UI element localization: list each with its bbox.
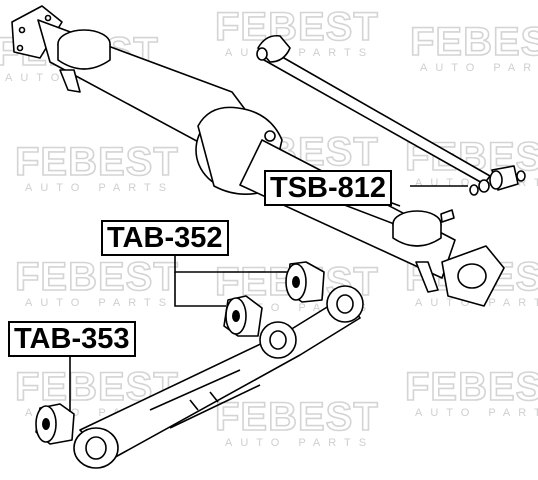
- watermark: FEBEST AUTO PARTS: [14, 364, 179, 419]
- bushing-tab-353: [35, 403, 75, 445]
- watermark: FEBEST AUTO PARTS: [404, 364, 538, 419]
- leader-tab-352-lower: [174, 272, 226, 307]
- watermark-sub: AUTO PARTS: [225, 47, 374, 59]
- trailing-arm: [73, 285, 364, 469]
- watermark-sub: AUTO PARTS: [225, 437, 374, 449]
- watermark-brand: FEBEST: [15, 255, 179, 299]
- watermark-sub: AUTO PARTS: [420, 62, 538, 74]
- callout-tab-352: TAB-352: [101, 220, 229, 256]
- callout-tsb-812: TSB-812: [264, 170, 393, 206]
- watermark-layer: FEBEST AUTO PARTS FEBEST AUTO PARTS FEBE…: [0, 4, 538, 449]
- watermark-brand: FEBEST: [215, 5, 379, 49]
- lateral-rod: [256, 34, 526, 196]
- bushing-tab-352-lower: [223, 295, 263, 337]
- watermark: FEBEST AUTO PARTS: [14, 139, 179, 194]
- watermark: FEBEST AUTO PARTS: [214, 4, 379, 59]
- watermark: FEBEST AUTO PARTS: [214, 394, 379, 449]
- watermark-sub: AUTO PARTS: [415, 407, 538, 419]
- watermark: FEBEST AUTO PARTS: [14, 254, 179, 309]
- watermark-brand: FEBEST: [405, 365, 538, 409]
- watermark: FEBEST AUTO PARTS: [409, 19, 538, 74]
- bushing-tab-352-upper: [285, 261, 325, 303]
- callout-tab-353: TAB-353: [8, 321, 136, 357]
- watermark-brand: FEBEST: [215, 395, 379, 439]
- watermark-brand: FEBEST: [15, 140, 179, 184]
- watermark-brand: FEBEST: [15, 365, 179, 409]
- watermark-sub: AUTO PARTS: [25, 182, 174, 194]
- watermark-brand: FEBEST: [410, 20, 538, 64]
- watermark-sub: AUTO PARTS: [25, 297, 174, 309]
